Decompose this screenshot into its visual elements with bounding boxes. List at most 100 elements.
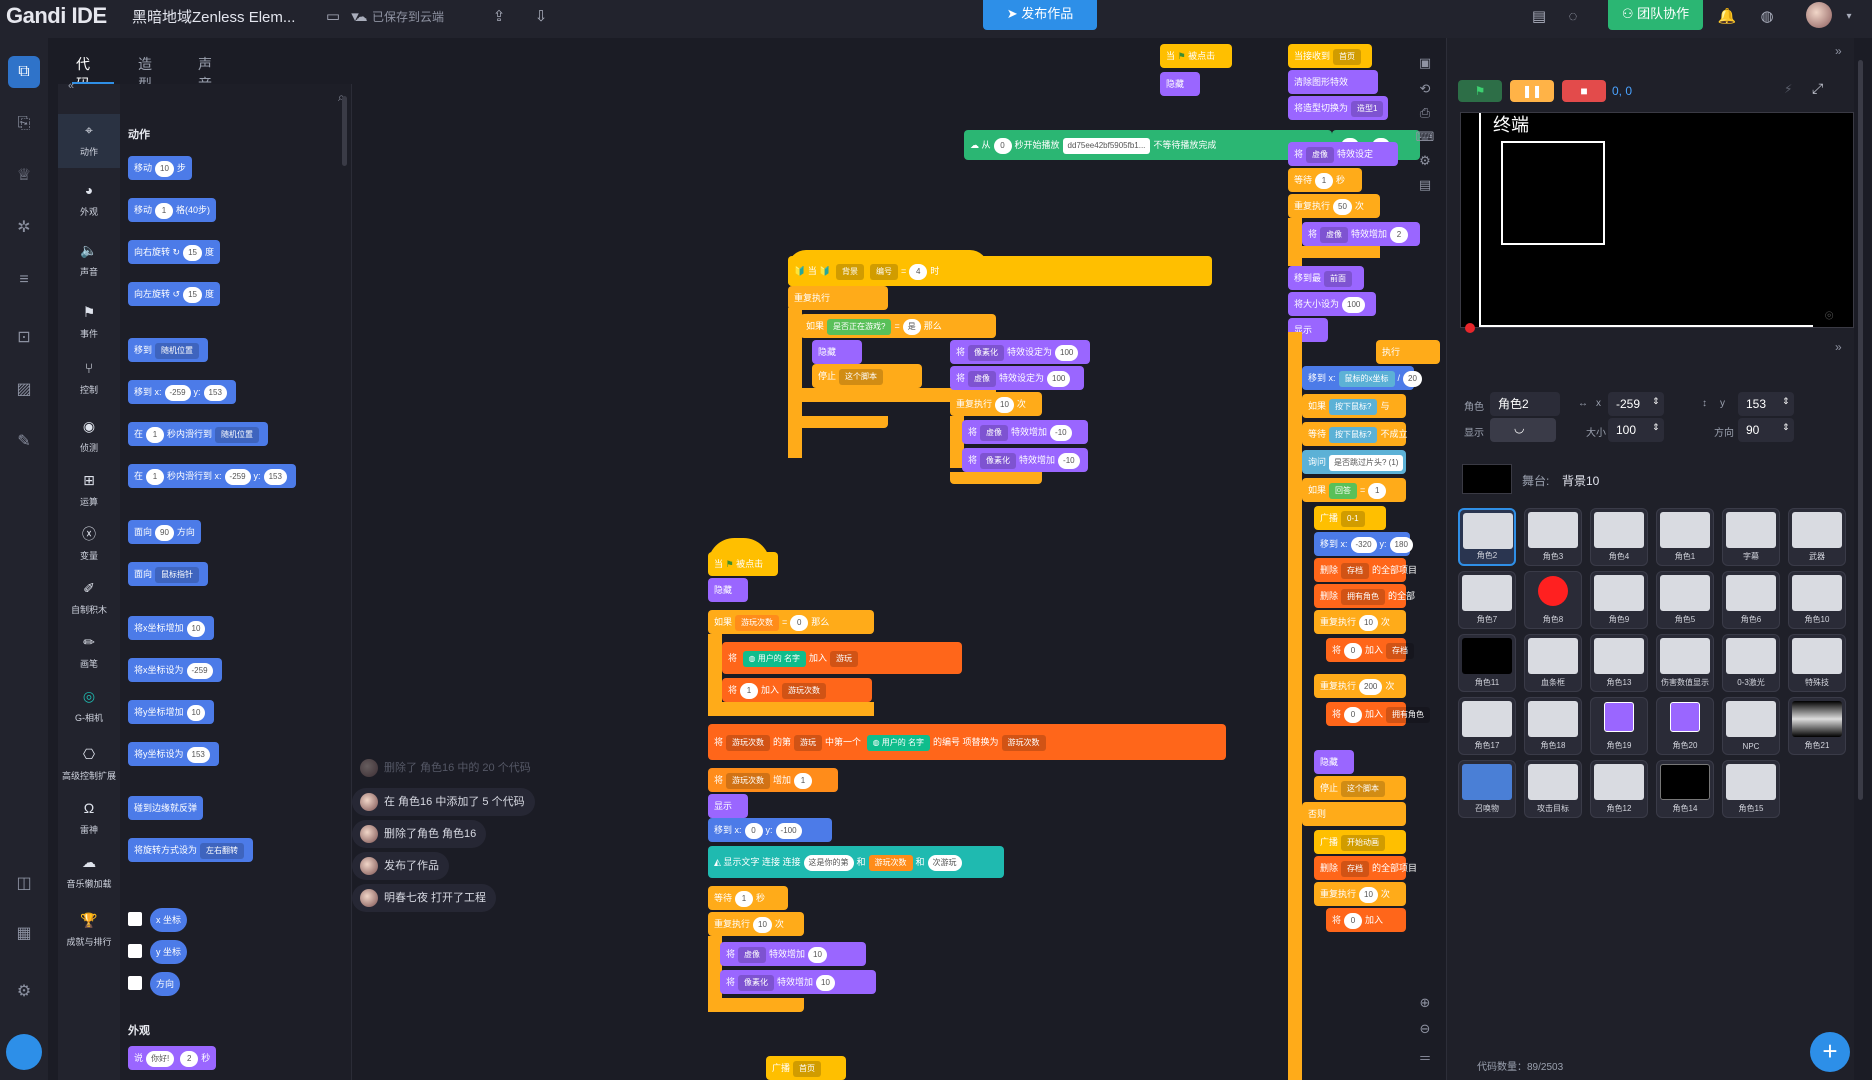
block-input[interactable]: 1 (735, 890, 754, 907)
category-looks[interactable]: ◕外观 (58, 174, 120, 228)
block-input[interactable]: 100 (1342, 296, 1366, 313)
sprite-tile[interactable]: 角色6 (1722, 571, 1780, 629)
sprite-tile[interactable]: 角色21 (1788, 697, 1846, 755)
block-input[interactable]: 1 (740, 682, 759, 699)
direction-field[interactable]: 90⇕ (1738, 418, 1794, 442)
block-dropdown[interactable]: 0-1 (1341, 510, 1365, 527)
trophy-icon[interactable]: ♕ (16, 167, 32, 184)
block-input[interactable]: 100 (1055, 344, 1079, 361)
reporter-y-position[interactable]: y 坐标 (150, 940, 188, 964)
category-music-lazy-load[interactable]: ☁音乐懒加载 (58, 846, 120, 900)
block-dropdown[interactable]: 存档 (1386, 642, 1415, 659)
project-title[interactable]: 黑暗地域Zenless Elem... (132, 9, 296, 26)
block-dropdown[interactable]: 首页 (1333, 48, 1362, 65)
script7-else[interactable]: 否则 (1302, 802, 1406, 826)
block-dropdown[interactable]: 背景 (835, 263, 864, 280)
block-dropdown[interactable]: 游玩 (829, 650, 858, 667)
block-dropdown[interactable]: 虚像 (1306, 146, 1335, 163)
block-dropdown[interactable]: 虚像 (980, 424, 1009, 441)
bug-icon[interactable]: ✲ (17, 219, 31, 236)
double-chevron-left-icon[interactable]: « (68, 80, 75, 92)
stepper-icon[interactable]: ⇕ (1782, 422, 1790, 432)
block-input[interactable]: -320 (1350, 536, 1377, 553)
block-input[interactable]: 10 (186, 704, 206, 721)
block-dropdown[interactable]: 虚像 (968, 370, 997, 387)
block-input[interactable]: 90 (155, 524, 174, 541)
category-events[interactable]: ⚑事件 (58, 296, 120, 350)
block-set-x[interactable]: 将x坐标设为-259 (128, 658, 222, 682)
block-bounce-edge[interactable]: 碰到边缘就反弹 (128, 796, 204, 820)
block-input[interactable]: 你好! (146, 1050, 175, 1067)
block-input[interactable]: 153 (203, 384, 227, 401)
block-input[interactable]: 100 (1047, 370, 1071, 387)
block-input[interactable]: 0 (790, 614, 809, 631)
script5-switch-costume[interactable]: 将造型切换为造型1 (1288, 96, 1388, 120)
script7-if-mouse[interactable]: 如果按下鼠标?与 (1302, 394, 1406, 418)
block-dropdown[interactable]: 游玩次数 (726, 772, 771, 789)
settings-icon[interactable]: ⚙ (16, 983, 32, 1000)
sprite-tile[interactable]: 角色10 (1788, 571, 1846, 629)
block-input[interactable]: 15 (183, 286, 202, 303)
block-input[interactable]: 180 (1389, 536, 1413, 553)
block-input[interactable]: 4 (909, 263, 928, 280)
script1-hide[interactable]: 隐藏 (812, 340, 862, 364)
sprite-tile[interactable]: 角色3 (1524, 508, 1582, 566)
block-input[interactable]: 10 (155, 160, 174, 177)
block-dropdown[interactable]: 拥有角色 (1386, 706, 1431, 723)
script2-replace-item[interactable]: 将游玩次数的第游玩中第一个 ◍ 用户的 名字的编号 项替换为游玩次数 (708, 724, 1226, 760)
visibility-toggle[interactable]: ◡ (1490, 418, 1556, 442)
script6-change-pixelate[interactable]: 将像素化特效增加-10 (962, 448, 1088, 472)
block-input[interactable]: 10 (753, 916, 772, 933)
script7-delete-owned[interactable]: 删除拥有角色的全部 (1314, 584, 1415, 608)
collapse-palette[interactable]: « (58, 80, 120, 96)
calendar-icon[interactable]: ▦ (16, 925, 32, 942)
block-dropdown[interactable]: 开始动画 (1341, 834, 1386, 851)
chevron-down-icon[interactable]: ▾ (351, 8, 359, 25)
image-icon[interactable]: ▨ (16, 381, 32, 398)
robot-icon[interactable]: ⊡ (17, 329, 31, 346)
script8-broadcast[interactable]: 广播首页 (766, 1056, 846, 1080)
script5-set-effect[interactable]: 将虚像特效设定 (1288, 142, 1398, 166)
block-input[interactable]: 是否跳过片头? (1) (1329, 454, 1404, 471)
block-input[interactable]: 次游玩 (927, 854, 962, 871)
block-dropdown[interactable]: 造型1 (1351, 100, 1384, 117)
edit-image-icon[interactable]: ✎ (17, 433, 31, 450)
block-variable[interactable]: 游玩次数 (735, 614, 780, 631)
block-input[interactable]: 1 (794, 772, 813, 789)
block-input[interactable]: 1 (155, 202, 174, 219)
block-dropdown[interactable]: 游玩 (794, 734, 823, 751)
block-dropdown[interactable]: 左右翻转 (200, 842, 245, 859)
category-advanced-control[interactable]: ⎔高级控制扩展 (58, 738, 120, 792)
profile-avatar[interactable] (6, 1034, 42, 1070)
sensing-user-pill[interactable]: ◍ 用户的 名字 (742, 650, 806, 667)
block-sensing[interactable]: 回答 (1329, 482, 1358, 499)
chevron-down-icon[interactable]: ▾ (1846, 11, 1852, 22)
terminal-icon[interactable]: ⌨ (1415, 129, 1435, 144)
checkbox-x-position[interactable] (128, 912, 142, 926)
settings-icon[interactable]: ⚙ (1419, 153, 1431, 168)
script7-delete-save[interactable]: 删除存档的全部项目 (1314, 558, 1417, 582)
script2-add-user[interactable]: 将 ◍ 用户的 名字加入游玩 (722, 642, 962, 674)
sprite-tile[interactable]: 角色5 (1656, 571, 1714, 629)
block-sensing[interactable]: 鼠标的x坐标 (1338, 370, 1395, 387)
stepper-icon[interactable]: ⇕ (1782, 396, 1790, 406)
block-input[interactable]: -10 (1058, 452, 1080, 469)
script7-delete-save-2[interactable]: 删除存档的全部项目 (1314, 856, 1417, 880)
